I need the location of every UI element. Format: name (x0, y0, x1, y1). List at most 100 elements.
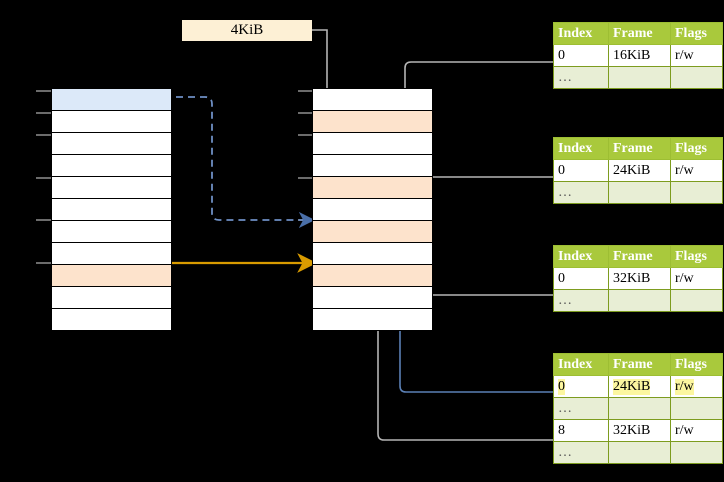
frame-table-1-cell-index[interactable]: … (553, 66, 609, 89)
frame-table-4: Index Frame Flags 0 24KiB r/w … 8 32KiB … (553, 353, 723, 464)
frame-table-4-header-flags: Flags (670, 353, 723, 376)
frame-table-4-cell-index[interactable]: 0 (553, 375, 609, 398)
frame-table-2-cell-flags[interactable]: r/w (670, 159, 723, 182)
frame-table-1-row[interactable]: 0 16KiB r/w (553, 44, 723, 67)
frame-table-2: Index Frame Flags 0 24KiB r/w … (553, 137, 723, 204)
cell-text: 0 (558, 378, 565, 395)
page-table-middle-row[interactable] (313, 309, 432, 330)
frame-table-4-row[interactable]: 8 32KiB r/w (553, 419, 723, 442)
frame-table-3-row-ellipsis[interactable]: … (553, 289, 723, 312)
page-table-left-row[interactable] (52, 265, 171, 287)
frame-table-1-cell-flags[interactable] (670, 66, 723, 89)
frame-table-1-cell-flags[interactable]: r/w (670, 44, 723, 67)
frame-table-4-header-index: Index (553, 353, 609, 376)
frame-table-3-header-row: Index Frame Flags (553, 245, 723, 268)
page-table-middle (312, 88, 433, 331)
frame-table-3-cell-frame[interactable] (608, 289, 671, 312)
frame-table-2-cell-index[interactable]: … (553, 181, 609, 204)
page-table-middle-row[interactable] (313, 111, 432, 133)
frame-table-2-cell-index[interactable]: 0 (553, 159, 609, 182)
frame-table-1-cell-frame[interactable]: 16KiB (608, 44, 671, 67)
page-table-middle-row[interactable] (313, 265, 432, 287)
frame-table-1-header-index: Index (553, 22, 609, 45)
size-label-text: 4KiB (230, 22, 264, 38)
frame-table-2-cell-flags[interactable] (670, 181, 723, 204)
page-table-middle-row[interactable] (313, 287, 432, 309)
page-table-left-row[interactable] (52, 155, 171, 177)
page-table-middle-row[interactable] (313, 243, 432, 265)
frame-table-2-row-ellipsis[interactable]: … (553, 181, 723, 204)
cell-text: 0 (558, 162, 565, 178)
frame-table-4-cell-index[interactable]: … (553, 397, 609, 420)
frame-table-4-cell-index[interactable]: 8 (553, 419, 609, 442)
page-table-left-row[interactable] (52, 89, 171, 111)
frame-table-4-cell-flags[interactable]: r/w (670, 419, 723, 442)
cell-text: 0 (558, 47, 565, 63)
cell-text: 8 (558, 422, 565, 438)
page-table-middle-row[interactable] (313, 221, 432, 243)
page-table-middle-row[interactable] (313, 199, 432, 221)
frame-table-4-row[interactable]: 0 24KiB r/w (553, 375, 723, 398)
page-table-middle-row[interactable] (313, 133, 432, 155)
wire-to-frame-table-2 (411, 176, 556, 223)
frame-table-2-header-frame: Frame (608, 137, 671, 160)
frame-table-4-cell-frame[interactable] (608, 441, 671, 464)
page-table-left-row[interactable] (52, 199, 171, 221)
page-table-left-row[interactable] (52, 309, 171, 330)
frame-table-4-cell-frame[interactable] (608, 397, 671, 420)
frame-table-4-header-row: Index Frame Flags (553, 353, 723, 376)
frame-table-1-header-flags: Flags (670, 22, 723, 45)
cell-text: 32KiB (613, 422, 651, 438)
frame-table-4-cell-flags[interactable]: r/w (670, 375, 723, 398)
frame-table-3-row[interactable]: 0 32KiB r/w (553, 267, 723, 290)
frame-table-3-cell-flags[interactable] (670, 289, 723, 312)
frame-table-3-cell-index[interactable]: … (553, 289, 609, 312)
page-table-middle-row[interactable] (313, 89, 432, 111)
frame-table-2-cell-frame[interactable] (608, 181, 671, 204)
frame-table-4-cell-frame[interactable]: 32KiB (608, 419, 671, 442)
frame-table-3-header-index: Index (553, 245, 609, 268)
page-table-left (51, 88, 172, 331)
cell-text: 24KiB (613, 162, 651, 178)
frame-table-1-cell-frame[interactable] (608, 66, 671, 89)
frame-table-4-cell-flags[interactable] (670, 441, 723, 464)
cell-text: r/w (675, 378, 694, 395)
frame-table-2-header-row: Index Frame Flags (553, 137, 723, 160)
left-table-stubs (36, 90, 52, 264)
cell-text: 0 (558, 270, 565, 286)
page-table-left-row[interactable] (52, 243, 171, 265)
cell-text: 32KiB (613, 270, 651, 286)
frame-table-4-row-ellipsis[interactable]: … (553, 397, 723, 420)
cell-text: r/w (675, 270, 694, 286)
frame-table-3-cell-frame[interactable]: 32KiB (608, 267, 671, 290)
frame-table-2-header-flags: Flags (670, 137, 723, 160)
frame-table-1-header-row: Index Frame Flags (553, 22, 723, 45)
page-table-left-row[interactable] (52, 221, 171, 243)
frame-table-4-cell-index[interactable]: … (553, 441, 609, 464)
frame-table-2-cell-frame[interactable]: 24KiB (608, 159, 671, 182)
page-table-left-row[interactable] (52, 287, 171, 309)
page-table-left-row[interactable] (52, 133, 171, 155)
cell-text: r/w (675, 47, 694, 63)
page-table-middle-row[interactable] (313, 155, 432, 177)
frame-table-4-cell-frame[interactable]: 24KiB (608, 375, 671, 398)
frame-table-4-header-frame: Frame (608, 353, 671, 376)
frame-table-4-row-ellipsis[interactable]: … (553, 441, 723, 464)
cell-text: r/w (675, 162, 694, 178)
frame-table-1-row-ellipsis[interactable]: … (553, 66, 723, 89)
frame-table-2-header-index: Index (553, 137, 609, 160)
page-table-left-row[interactable] (52, 111, 171, 133)
middle-table-stubs (298, 90, 313, 264)
wire-to-frame-table-3 (411, 257, 556, 296)
frame-table-3-cell-index[interactable]: 0 (553, 267, 609, 290)
frame-table-2-row[interactable]: 0 24KiB r/w (553, 159, 723, 182)
cell-text: r/w (675, 422, 694, 438)
frame-table-1: Index Frame Flags 0 16KiB r/w … (553, 22, 723, 89)
frame-table-3: Index Frame Flags 0 32KiB r/w … (553, 245, 723, 312)
frame-table-1-cell-index[interactable]: 0 (553, 44, 609, 67)
frame-table-3-cell-flags[interactable]: r/w (670, 267, 723, 290)
page-table-middle-row[interactable] (313, 177, 432, 199)
page-table-left-row[interactable] (52, 177, 171, 199)
frame-table-4-cell-flags[interactable] (670, 397, 723, 420)
